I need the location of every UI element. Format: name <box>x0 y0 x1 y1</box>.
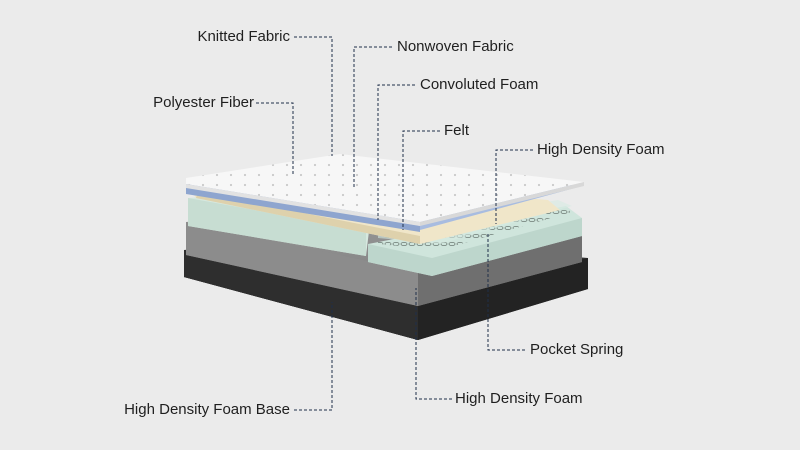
polyester-fiber-leader <box>256 102 294 176</box>
high-density-foam-bottom-leader <box>415 288 452 400</box>
knitted-fabric-layer <box>186 154 584 226</box>
high-density-foam-top-label: High Density Foam <box>537 141 665 158</box>
felt-label: Felt <box>444 122 470 139</box>
pocket-spring-leader <box>487 232 525 351</box>
pocket-spring-label: Pocket Spring <box>530 341 624 358</box>
foam-base-leader <box>294 302 333 411</box>
convoluted-foam-leader <box>377 84 415 220</box>
felt-leader <box>402 130 440 230</box>
knitted-fabric-label: Knitted Fabric <box>197 28 290 45</box>
nonwoven-fabric-leader <box>353 46 392 188</box>
convoluted-foam-label: Convoluted Foam <box>420 76 539 93</box>
leader-lines <box>256 36 533 411</box>
nonwoven-fabric-label: Nonwoven Fabric <box>397 38 514 55</box>
polyester-fiber-label: Polyester Fiber <box>153 94 254 111</box>
high-density-foam-bottom-label: High Density Foam <box>455 390 583 407</box>
high-density-foam-top-leader <box>495 149 533 224</box>
knitted-fabric-leader <box>294 36 333 156</box>
high-density-foam-base-label: High Density Foam Base <box>124 401 290 418</box>
